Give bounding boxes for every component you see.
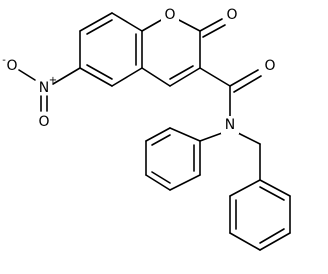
atom-labels: O O O N N + O - O [2, 6, 276, 134]
bond [145, 127, 171, 142]
bond [111, 12, 143, 32]
bond [259, 179, 291, 197]
amide-carbonyl-oxygen-label: O [264, 58, 275, 74]
ring-oxygen-label: O [164, 7, 175, 23]
bond [199, 67, 231, 87]
bond [229, 232, 261, 251]
bond [199, 18, 223, 32]
nitro-nitrogen-label: N [39, 80, 49, 96]
bond [169, 65, 194, 80]
bond [145, 174, 171, 191]
nitro-oxygen-top-charge: - [2, 55, 6, 66]
bond [52, 67, 81, 85]
bond [199, 132, 223, 142]
nitro-oxygen-top-label: O [6, 58, 17, 74]
bond [151, 171, 171, 184]
bond [18, 69, 36, 81]
bond [141, 67, 171, 87]
bond [229, 179, 261, 197]
nitro-oxygen-bottom-label: O [38, 114, 49, 130]
bond [111, 67, 143, 87]
bond-lines [18, 12, 291, 251]
bond [79, 12, 113, 32]
bond [229, 69, 259, 87]
bond [79, 67, 113, 87]
bond [259, 186, 285, 201]
bond [176, 18, 201, 32]
bond [233, 75, 262, 93]
bond [169, 174, 201, 191]
amide-nitrogen-label: N [225, 117, 235, 133]
nitro-nitrogen-charge: + [49, 75, 57, 86]
bond [259, 228, 285, 244]
bond [259, 232, 291, 251]
lactone-carbonyl-oxygen-label: O [226, 7, 237, 23]
bond [202, 24, 226, 38]
bond [151, 134, 171, 146]
bond [237, 132, 261, 145]
bond [141, 18, 164, 32]
bond [169, 127, 201, 142]
bond [169, 67, 201, 87]
bond [86, 19, 113, 35]
bond [86, 64, 113, 80]
